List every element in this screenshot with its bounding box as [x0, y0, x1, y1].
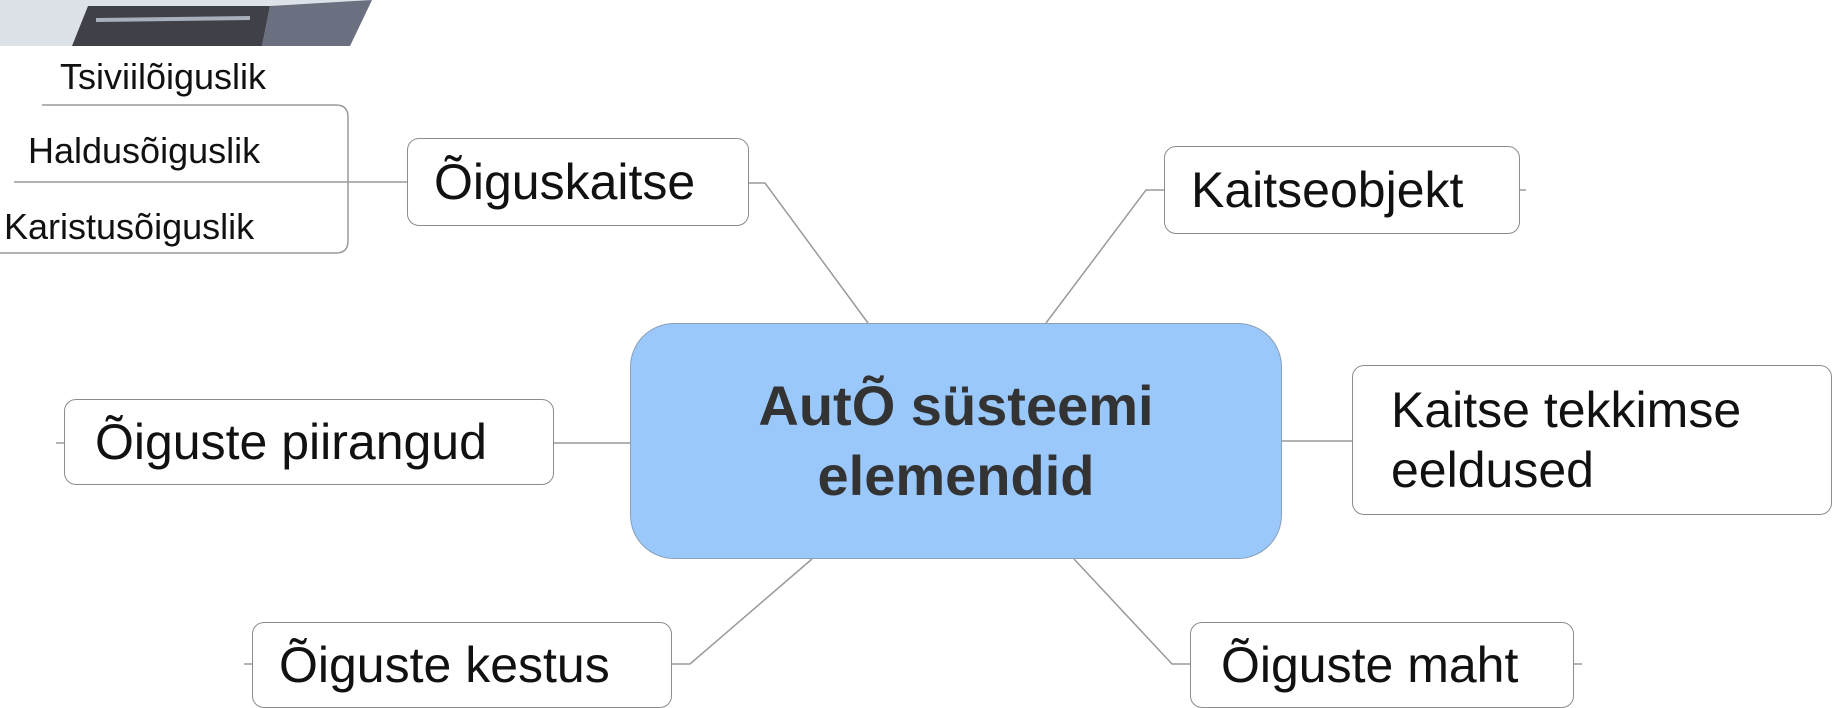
central-topic-node[interactable]: AutÕ süsteemi elemendid: [630, 323, 1282, 559]
central-topic-line2: elemendid: [817, 444, 1095, 507]
node-oiguste-kestus[interactable]: Õiguste kestus: [252, 622, 672, 708]
subnode-karistusoiguslik[interactable]: Karistusõiguslik: [4, 206, 255, 247]
corner-photo-fragment: [0, 0, 372, 46]
subnode-bracket: [0, 104, 349, 254]
node-kaitseobjekt-label: Kaitseobjekt: [1191, 162, 1464, 218]
node-oiguste-piirangud-label: Õiguste piirangud: [95, 414, 487, 470]
subnode-tsiviiloiguslik[interactable]: Tsiviilõiguslik: [60, 56, 267, 97]
node-oiguste-maht-label: Õiguste maht: [1221, 637, 1519, 693]
node-oiguste-maht[interactable]: Õiguste maht: [1190, 622, 1574, 708]
connector-oiguste-kestus: [672, 558, 813, 665]
central-topic-line1: AutÕ süsteemi: [758, 374, 1154, 437]
node-kaitse-tekkimise-line1: Kaitse tekkimse: [1391, 382, 1742, 438]
subnode-haldusoiguslik[interactable]: Haldusõiguslik: [28, 130, 261, 171]
node-kaitse-tekkimise-line2: eeldused: [1391, 442, 1594, 498]
connector-oiguskaitse: [749, 182, 869, 324]
node-oiguste-piirangud[interactable]: Õiguste piirangud: [64, 399, 554, 485]
connector-oiguste-maht: [1073, 558, 1190, 665]
node-kaitse-tekkimise-eeldused[interactable]: Kaitse tekkimse eeldused: [1352, 365, 1832, 515]
node-oiguskaitse[interactable]: Õiguskaitse: [407, 138, 749, 226]
node-kaitseobjekt[interactable]: Kaitseobjekt: [1164, 146, 1520, 234]
node-oiguste-kestus-label: Õiguste kestus: [279, 637, 610, 693]
node-oiguskaitse-label: Õiguskaitse: [434, 154, 696, 210]
connector-kaitseobjekt: [1045, 189, 1164, 324]
